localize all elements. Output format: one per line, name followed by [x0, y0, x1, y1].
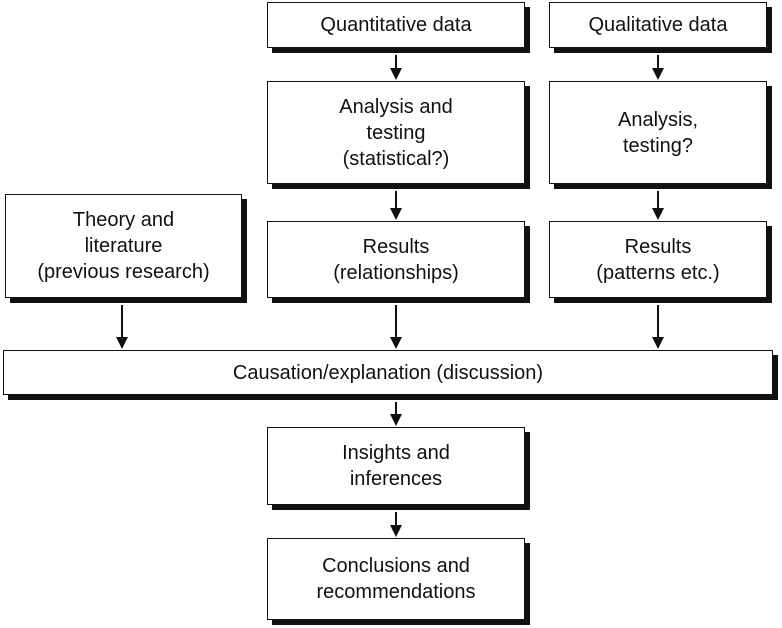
box-analysis-testing-statistical: Analysis and testing (statistical?): [267, 81, 525, 184]
box-results-patterns: Results (patterns etc.): [549, 221, 767, 298]
box-quantitative-data: Quantitative data: [267, 2, 525, 48]
box-qualitative-data: Qualitative data: [549, 2, 767, 48]
box-analysis-testing-qualitative: Analysis, testing?: [549, 81, 767, 184]
box-insights-inferences: Insights and inferences: [267, 427, 525, 505]
box-conclusions-recommendations: Conclusions and recommendations: [267, 538, 525, 620]
box-results-relationships: Results (relationships): [267, 221, 525, 298]
box-theory-literature: Theory and literature (previous research…: [5, 194, 242, 298]
box-causation-explanation: Causation/explanation (discussion): [3, 350, 773, 395]
